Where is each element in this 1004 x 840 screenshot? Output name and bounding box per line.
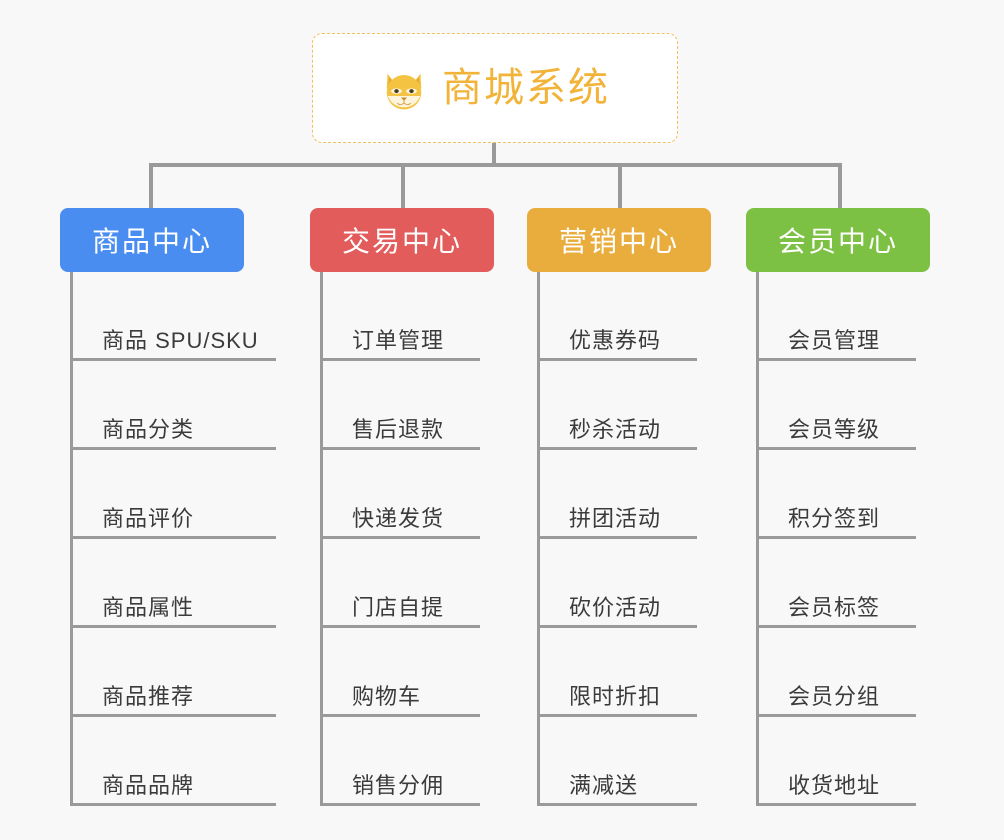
leaf-item-label: 秒杀活动: [569, 417, 662, 442]
leaf-item-rule: [756, 625, 916, 628]
leaf-item[interactable]: 购物车: [310, 628, 494, 717]
column-header-1[interactable]: 商品中心: [60, 208, 244, 272]
leaf-item[interactable]: 商品品牌: [60, 717, 276, 806]
leaf-item-label: 商品 SPU/SKU: [102, 328, 259, 353]
leaf-item-rule: [320, 447, 480, 450]
leaf-list-3: 优惠券码秒杀活动拼团活动砍价活动限时折扣满减送: [527, 272, 711, 806]
leaf-item-rule: [70, 358, 276, 361]
leaf-item-rule: [756, 803, 916, 806]
column-1: 商品中心商品 SPU/SKU 商品分类商品评价商品属性商品推荐商品品牌: [60, 208, 276, 806]
leaf-item-label: 收货地址: [788, 773, 881, 798]
leaf-item-rule: [320, 358, 480, 361]
connector-drop-4: [838, 163, 842, 209]
leaf-item-label: 会员等级: [788, 417, 881, 442]
leaf-item-rule: [756, 358, 916, 361]
leaf-item-label: 订单管理: [352, 328, 445, 353]
leaf-item-rule: [70, 447, 276, 450]
leaf-item[interactable]: 会员标签: [746, 539, 930, 628]
leaf-item-rule: [756, 714, 916, 717]
leaf-item[interactable]: 会员分组: [746, 628, 930, 717]
leaf-item-rule: [320, 803, 480, 806]
leaf-spine-3: [537, 272, 540, 806]
leaf-item-label: 会员分组: [788, 684, 881, 709]
leaf-item-label: 限时折扣: [569, 684, 662, 709]
leaf-item[interactable]: 秒杀活动: [527, 361, 711, 450]
leaf-item[interactable]: 积分签到: [746, 450, 930, 539]
leaf-item[interactable]: 商品分类: [60, 361, 276, 450]
leaf-item-label: 会员管理: [788, 328, 881, 353]
connector-drop-1: [149, 163, 153, 209]
connector-drop-3: [618, 163, 622, 209]
leaf-item[interactable]: 商品属性: [60, 539, 276, 628]
leaf-item-label: 商品品牌: [102, 773, 195, 798]
leaf-item-rule: [537, 714, 697, 717]
root-node[interactable]: 商城系统: [312, 33, 678, 143]
leaf-item-label: 积分签到: [788, 506, 881, 531]
leaf-item-label: 商品分类: [102, 417, 195, 442]
connector-drop-2: [401, 163, 405, 209]
column-header-4[interactable]: 会员中心: [746, 208, 930, 272]
shiba-dog-face-icon: [380, 66, 428, 114]
leaf-item-label: 售后退款: [352, 417, 445, 442]
root-title: 商城系统: [442, 66, 610, 110]
leaf-item-rule: [70, 803, 276, 806]
leaf-item[interactable]: 商品推荐: [60, 628, 276, 717]
leaf-item-label: 拼团活动: [569, 506, 662, 531]
leaf-spine-1: [70, 272, 73, 806]
leaf-item-rule: [70, 536, 276, 539]
leaf-item-rule: [537, 536, 697, 539]
leaf-item-label: 门店自提: [352, 595, 445, 620]
leaf-list-4: 会员管理会员等级积分签到会员标签会员分组收货地址: [746, 272, 930, 806]
leaf-item[interactable]: 订单管理: [310, 272, 494, 361]
column-2: 交易中心订单管理售后退款快递发货门店自提购物车销售分佣: [310, 208, 494, 806]
leaf-spine-4: [756, 272, 759, 806]
leaf-item[interactable]: 限时折扣: [527, 628, 711, 717]
leaf-item-label: 商品推荐: [102, 684, 195, 709]
column-4: 会员中心会员管理会员等级积分签到会员标签会员分组收货地址: [746, 208, 930, 806]
connector-horizontal-bus: [149, 163, 842, 167]
leaf-item[interactable]: 售后退款: [310, 361, 494, 450]
leaf-item[interactable]: 收货地址: [746, 717, 930, 806]
leaf-item-rule: [537, 358, 697, 361]
leaf-item-label: 快递发货: [352, 506, 445, 531]
leaf-item-rule: [70, 714, 276, 717]
leaf-list-1: 商品 SPU/SKU 商品分类商品评价商品属性商品推荐商品品牌: [60, 272, 276, 806]
leaf-item[interactable]: 快递发货: [310, 450, 494, 539]
leaf-item-label: 商品属性: [102, 595, 195, 620]
leaf-item-rule: [320, 625, 480, 628]
column-3: 营销中心优惠券码秒杀活动拼团活动砍价活动限时折扣满减送: [527, 208, 711, 806]
leaf-item[interactable]: 商品 SPU/SKU: [60, 272, 276, 361]
leaf-item-rule: [320, 714, 480, 717]
leaf-item[interactable]: 会员管理: [746, 272, 930, 361]
leaf-list-2: 订单管理售后退款快递发货门店自提购物车销售分佣: [310, 272, 494, 806]
leaf-item[interactable]: 商品评价: [60, 450, 276, 539]
leaf-item-label: 销售分佣: [352, 773, 445, 798]
leaf-item[interactable]: 销售分佣: [310, 717, 494, 806]
leaf-item-label: 优惠券码: [569, 328, 662, 353]
leaf-item[interactable]: 优惠券码: [527, 272, 711, 361]
leaf-item[interactable]: 砍价活动: [527, 539, 711, 628]
leaf-item-rule: [537, 625, 697, 628]
leaf-item[interactable]: 会员等级: [746, 361, 930, 450]
leaf-item-label: 砍价活动: [569, 595, 662, 620]
leaf-spine-2: [320, 272, 323, 806]
leaf-item-rule: [756, 447, 916, 450]
leaf-item-rule: [537, 447, 697, 450]
leaf-item-label: 满减送: [569, 773, 639, 798]
leaf-item-rule: [756, 536, 916, 539]
leaf-item-rule: [537, 803, 697, 806]
leaf-item[interactable]: 门店自提: [310, 539, 494, 628]
leaf-item-rule: [70, 625, 276, 628]
leaf-item-label: 商品评价: [102, 506, 195, 531]
connector-root-stem: [492, 143, 496, 165]
column-header-3[interactable]: 营销中心: [527, 208, 711, 272]
leaf-item-label: 购物车: [352, 684, 422, 709]
leaf-item-rule: [320, 536, 480, 539]
column-header-2[interactable]: 交易中心: [310, 208, 494, 272]
leaf-item[interactable]: 满减送: [527, 717, 711, 806]
leaf-item-label: 会员标签: [788, 595, 881, 620]
leaf-item[interactable]: 拼团活动: [527, 450, 711, 539]
